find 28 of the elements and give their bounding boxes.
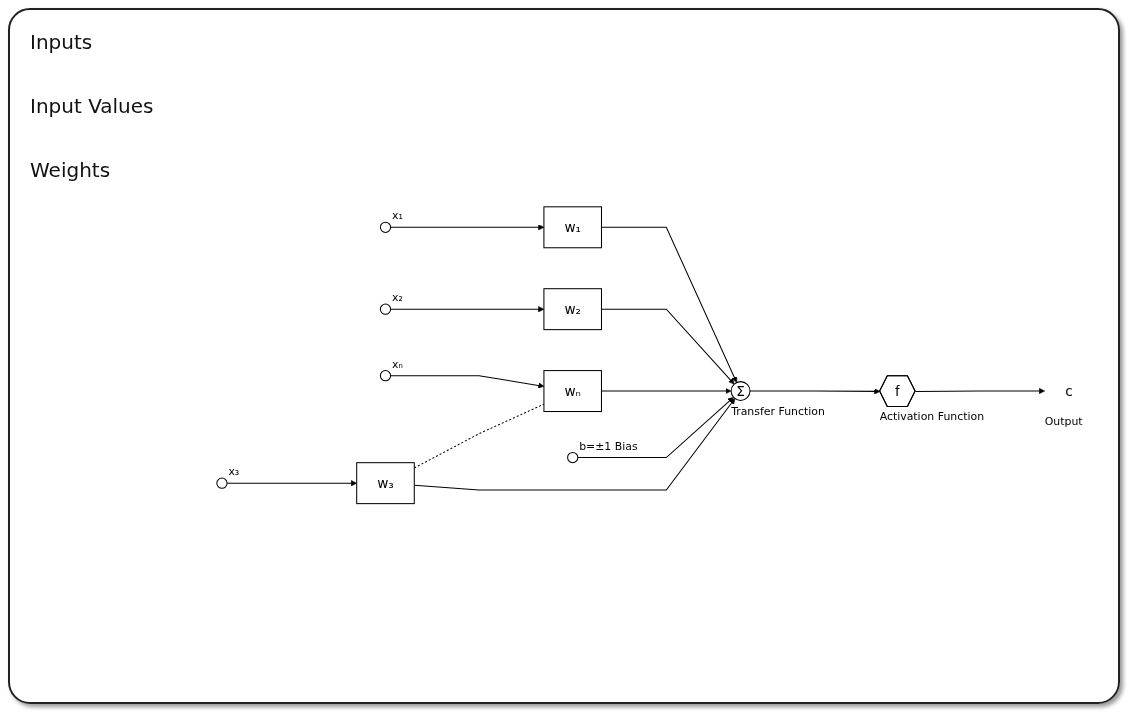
arrow bbox=[577, 396, 734, 458]
node-box: w₂ bbox=[543, 287, 602, 330]
label-text: Inputs bbox=[30, 30, 94, 54]
node-circle: Σ bbox=[730, 380, 751, 401]
arrow bbox=[749, 388, 881, 395]
input-label: x₂ bbox=[391, 291, 403, 305]
caption-text: Output bbox=[1044, 414, 1083, 428]
input-label: b=±1 Bias bbox=[579, 439, 638, 453]
node-circle bbox=[216, 477, 228, 489]
node-box: w₃ bbox=[356, 461, 415, 504]
node-box: w₁ bbox=[543, 206, 602, 249]
arrow bbox=[601, 226, 738, 383]
caption-text: Transfer Function bbox=[731, 404, 825, 418]
node-circle bbox=[567, 451, 579, 463]
arrow bbox=[226, 479, 357, 486]
input-label: x₃ bbox=[228, 465, 240, 479]
node-circle bbox=[379, 303, 392, 315]
node-text: c bbox=[1065, 382, 1073, 399]
input-label: x₁ bbox=[391, 209, 403, 223]
arrow bbox=[601, 308, 735, 385]
caption-text: Activation Function bbox=[879, 409, 985, 423]
label-text: Input Values bbox=[30, 94, 155, 118]
node-circle bbox=[379, 221, 392, 233]
node-circle bbox=[379, 369, 392, 382]
node-box: wₙ bbox=[543, 369, 602, 412]
arrow bbox=[914, 387, 1045, 394]
input-label: xₙ bbox=[391, 357, 403, 371]
label-text: Weights bbox=[30, 158, 112, 182]
